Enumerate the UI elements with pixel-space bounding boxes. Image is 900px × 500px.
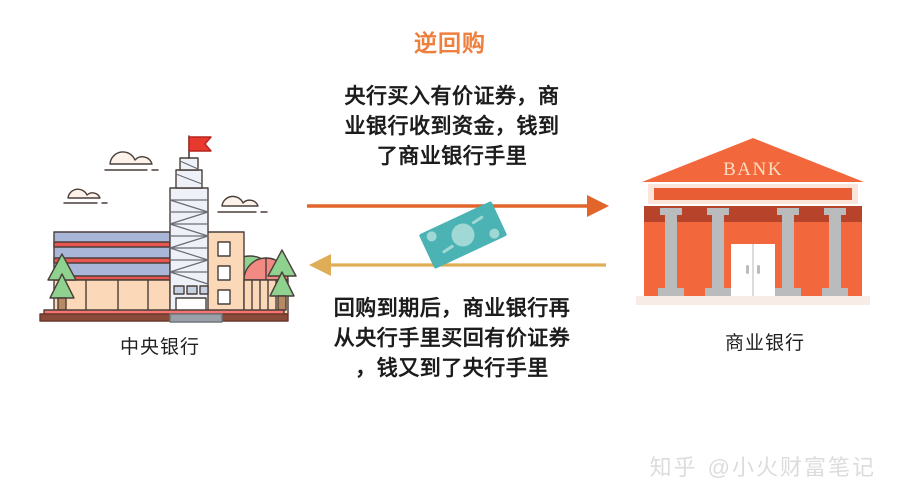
red-flag-icon <box>188 135 212 159</box>
central-bank-illustration <box>39 135 297 323</box>
commercial-bank-label: 商业银行 <box>724 333 805 354</box>
top-flow-line: 了商业银行手里 <box>376 144 528 168</box>
bank-doors <box>731 244 775 296</box>
right-annex <box>205 231 245 315</box>
bottom-flow-line: ，钱又到了央行手里 <box>355 356 549 380</box>
bank-columns <box>658 208 848 296</box>
tree-shape <box>47 253 77 311</box>
bank-architrave-inner <box>654 188 852 200</box>
central-tower <box>169 157 209 315</box>
cloud-icon <box>63 188 108 204</box>
bottom-flow-description: 回购到期后，商业银行再 从央行手里买回有价证券 ，钱又到了央行手里 <box>296 294 608 383</box>
central-bank-label: 中央银行 <box>119 337 200 358</box>
watermark: 知乎 @小火财富笔记 <box>650 450 876 482</box>
cloud-icon <box>104 151 159 171</box>
bottom-flow-line: 从央行手里买回有价证券 <box>333 326 571 350</box>
bottom-arrow-left-icon <box>309 254 606 276</box>
bank-pediment <box>642 138 864 182</box>
bank-sign-text: BANK <box>723 159 783 180</box>
page-title: 逆回购 <box>414 30 486 56</box>
bank-base <box>636 296 870 305</box>
cloud-icon <box>217 195 268 213</box>
top-flow-line: 央行买入有价证券，商 <box>344 85 560 108</box>
tree-shape <box>267 249 297 311</box>
watermark-logo: 知乎 <box>649 455 698 480</box>
commercial-bank-illustration: BANK <box>636 138 870 305</box>
bank-entablature <box>644 206 862 222</box>
banknote-icon <box>419 201 507 269</box>
top-flow-description: 央行买入有价证券，商 业银行收到资金，钱到 了商业银行手里 <box>296 82 608 171</box>
left-building <box>53 231 171 315</box>
bottom-flow-line: 回购到期后，商业银行再 <box>333 297 571 320</box>
top-flow-line: 业银行收到资金，钱到 <box>344 114 560 138</box>
watermark-handle: @小火财富笔记 <box>707 455 876 480</box>
top-arrow-right-icon <box>307 195 609 217</box>
